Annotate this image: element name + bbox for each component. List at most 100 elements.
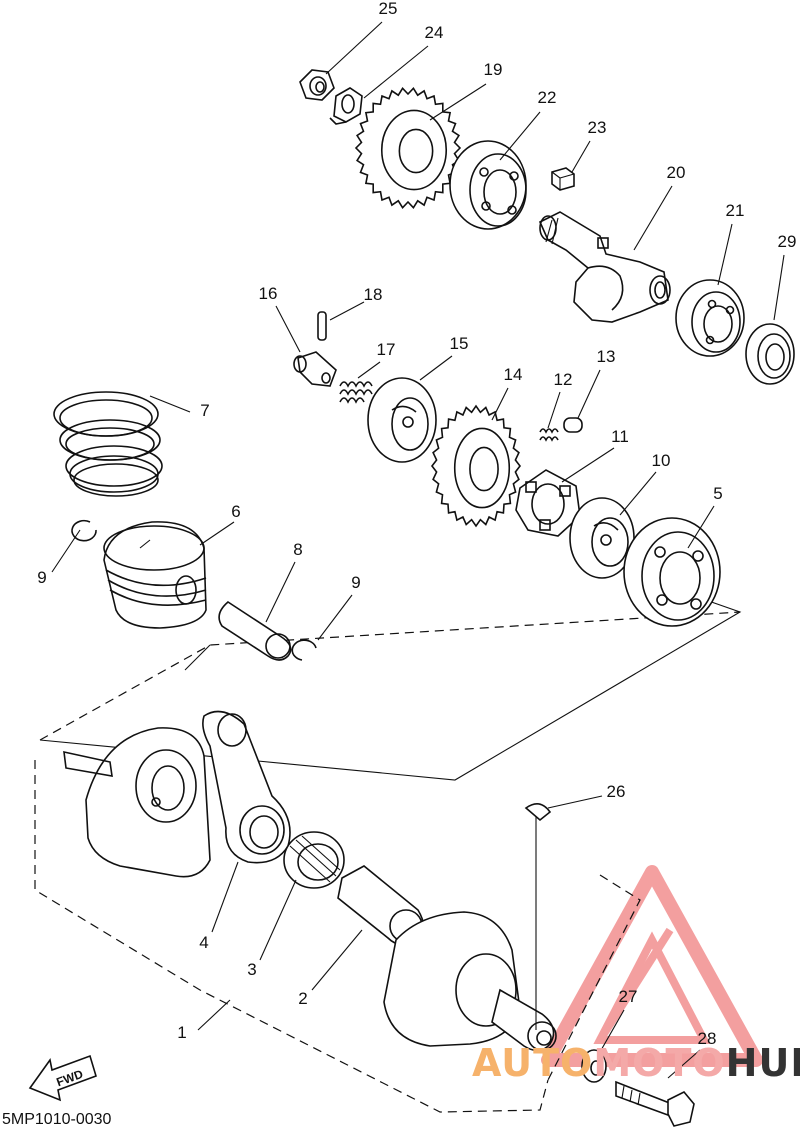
- crank-assembly-dashed-right: [547, 874, 641, 1081]
- callout-number: 24: [425, 23, 444, 42]
- callout-leader-line: [265, 561, 296, 623]
- callout-number: 23: [588, 118, 607, 137]
- callout-number: 20: [667, 163, 686, 182]
- callout-leader-line: [51, 529, 81, 573]
- plate-part-10: [569, 497, 635, 579]
- callout-leader-line: [325, 21, 383, 75]
- lock-washer-part-24: [329, 87, 363, 125]
- callout-number: 25: [379, 0, 398, 18]
- callout-leader-line: [311, 929, 363, 991]
- plate-part-15: [367, 377, 437, 463]
- part-code-label: 5MP1010-0030: [2, 1111, 112, 1127]
- callout-leader-line: [211, 861, 239, 933]
- balancer-shaft-part-20: [538, 211, 671, 323]
- callout-number: 1: [177, 1023, 186, 1042]
- plunger-part-13: [563, 417, 583, 433]
- callout-leader-line: [547, 391, 561, 429]
- callout-number: 4: [199, 933, 208, 952]
- callout-number: 2: [298, 989, 307, 1008]
- callout-leader-line: [317, 594, 353, 641]
- bearing-part-5: [623, 517, 721, 627]
- circlip-part-9-right: [291, 639, 317, 661]
- hub-part-11: [515, 469, 581, 537]
- callout-number: 15: [450, 334, 469, 353]
- gear-part-14: [430, 404, 522, 528]
- callout-number: 9: [37, 568, 46, 587]
- callout-leader-line: [419, 355, 453, 381]
- callout-leader-line: [633, 185, 673, 251]
- callout-number: 14: [504, 365, 523, 384]
- callout-number: 11: [611, 427, 629, 446]
- callout-leader-line: [259, 879, 297, 961]
- callout-number: 26: [607, 782, 626, 801]
- callout-leader-line: [197, 999, 231, 1031]
- connecting-rod-part-4: [202, 710, 291, 864]
- callout-number: 13: [597, 347, 616, 366]
- callout-number: 28: [698, 1029, 717, 1048]
- crank-assembly-dashed-outline-lower: [34, 760, 549, 1113]
- callout-leader-line: [571, 140, 591, 173]
- callout-number: 29: [778, 232, 797, 251]
- callout-leader-line: [329, 301, 365, 321]
- woodruff-key-part-26: [524, 803, 552, 822]
- key-part-23: [551, 167, 575, 191]
- callout-number: 21: [726, 201, 745, 220]
- pin-part-16: [293, 351, 337, 387]
- watermark-text-auto: AUTO: [472, 1041, 593, 1085]
- circlip-part-9-left: [71, 519, 97, 542]
- callout-number: 22: [538, 88, 557, 107]
- bearing-part-22: [449, 140, 527, 230]
- callout-leader-line: [491, 387, 509, 421]
- callout-number: 6: [231, 502, 240, 521]
- piston-pin-part-8: [218, 601, 292, 661]
- callout-leader-line: [619, 471, 657, 516]
- callout-leader-line: [561, 447, 615, 483]
- callout-leader-line: [429, 83, 487, 121]
- gear-part-19: [354, 86, 462, 210]
- callout-number: 9: [351, 573, 360, 592]
- callout-leader-line: [357, 361, 381, 379]
- spring-part-12: [539, 428, 559, 442]
- callout-leader-line: [149, 395, 191, 413]
- callout-leader-line: [275, 305, 301, 353]
- watermark-text-hub: HUB: [726, 1041, 800, 1085]
- bracket-line-2: [184, 644, 211, 671]
- callout-leader-line: [773, 254, 785, 321]
- callout-leader-line: [547, 795, 603, 809]
- watermark-text-moto: MOTO: [593, 1041, 725, 1085]
- callout-leader-line: [687, 505, 715, 549]
- watermark-text: AUTOMOTOHUB: [472, 1041, 800, 1085]
- needle-bearing-part-3: [283, 831, 345, 889]
- callout-number: 5: [713, 484, 722, 503]
- bearing-part-21: [675, 279, 745, 357]
- pin-part-18: [317, 311, 327, 341]
- callout-number: 3: [247, 960, 256, 979]
- callout-leader-line: [499, 111, 541, 161]
- callout-leader-line: [363, 45, 429, 99]
- crank-web-left: [63, 727, 211, 878]
- spring-part-17: [339, 381, 373, 404]
- bearing-part-29: [745, 323, 795, 385]
- callout-leader-line: [199, 521, 235, 546]
- callout-leader-line: [667, 1049, 701, 1079]
- callout-number: 10: [652, 451, 671, 470]
- piston-part-6: [103, 521, 207, 629]
- callout-number: 17: [377, 340, 396, 359]
- callout-number: 12: [554, 370, 573, 389]
- callout-number: 27: [619, 987, 638, 1006]
- watermark-logo-icon: [541, 865, 763, 1067]
- bolt-part-28: [615, 1080, 695, 1127]
- piston-rings-part-7: [53, 391, 163, 497]
- callout-leader-line: [717, 223, 733, 286]
- callout-number: 8: [293, 540, 302, 559]
- crank-assembly-dashed-outline: [39, 611, 741, 741]
- washer-part-27: [581, 1049, 607, 1083]
- crank-web-right: [383, 810, 557, 1052]
- callout-number: 7: [200, 401, 209, 420]
- nut-part-25: [299, 69, 335, 101]
- callout-number: 19: [484, 60, 503, 79]
- callout-leader-line: [599, 1009, 625, 1053]
- fwd-arrow-icon: FWD: [28, 1054, 97, 1102]
